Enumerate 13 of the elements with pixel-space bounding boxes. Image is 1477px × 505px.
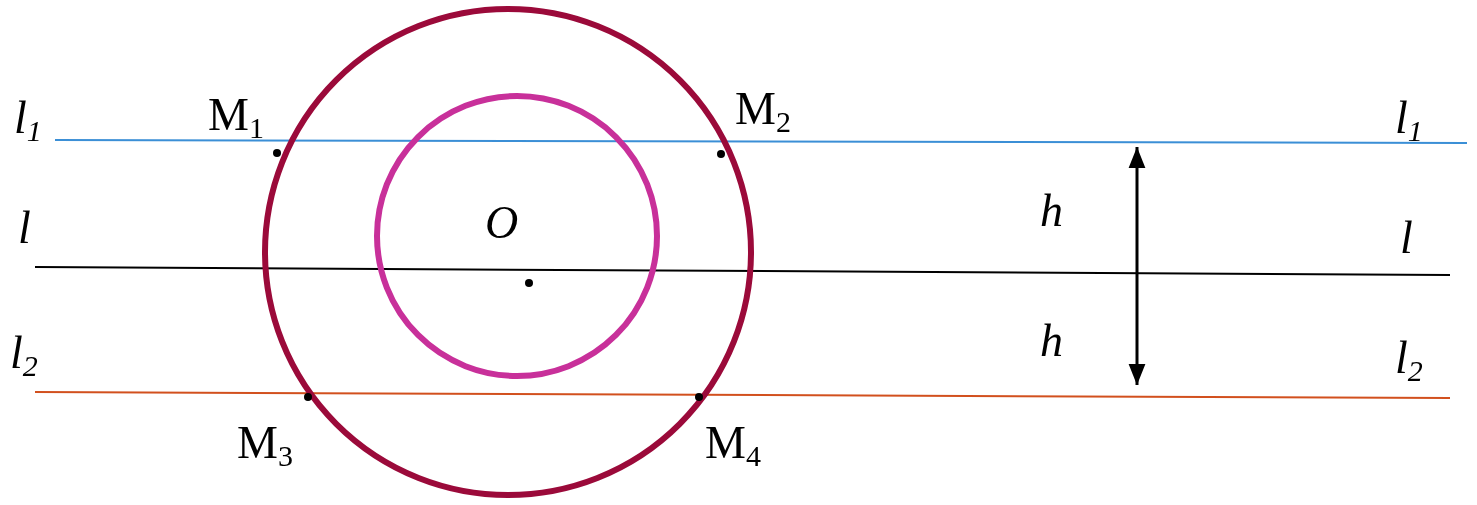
point-label: M$_{3}$: [237, 420, 293, 471]
point-label: M$_{2}$: [735, 86, 791, 137]
point-label: M$_{4}$: [705, 420, 761, 471]
distance-label: h: [1040, 188, 1063, 234]
line-label: l$_{2}$: [10, 330, 38, 381]
line-label: l$_{1}$: [14, 95, 42, 146]
line-label: l: [18, 205, 31, 251]
distance-label: h: [1040, 318, 1063, 364]
point-label: O: [485, 200, 519, 246]
line-label: l$_{1}$: [1395, 95, 1423, 146]
point-label: M$_{1}$: [208, 92, 264, 143]
line-label: l$_{2}$: [1395, 335, 1423, 386]
line-label: l: [1400, 215, 1413, 261]
